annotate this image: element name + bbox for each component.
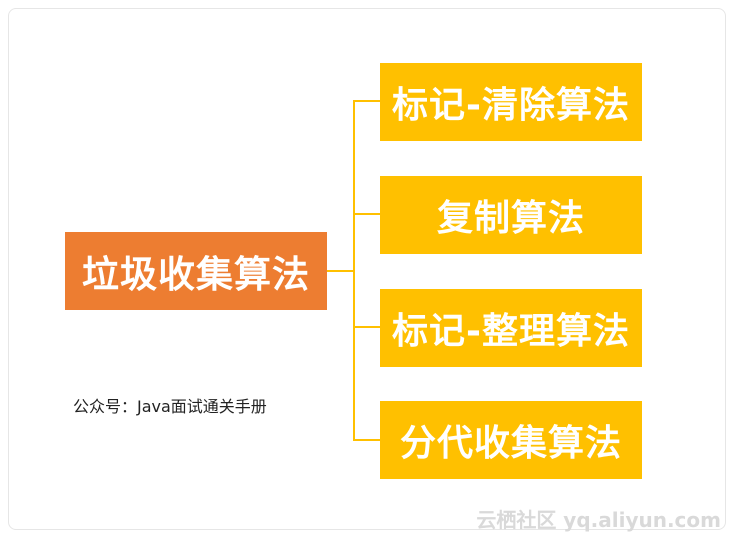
- connector-branch-4: [353, 439, 380, 441]
- connector-root-stem: [327, 270, 354, 272]
- branch-node-mark-sweep: 标记-清除算法: [380, 63, 642, 141]
- branch-node-copying: 复制算法: [380, 176, 642, 254]
- branch-node-mark-compact: 标记-整理算法: [380, 289, 642, 367]
- branch-node-label: 分代收集算法: [399, 423, 622, 464]
- branch-node-label: 复制算法: [436, 198, 585, 239]
- branch-node-generational: 分代收集算法: [380, 401, 642, 479]
- connector-vertical-trunk: [353, 100, 355, 440]
- connector-branch-3: [353, 326, 380, 328]
- branch-node-label: 标记-整理算法: [392, 311, 630, 352]
- branch-node-label: 标记-清除算法: [392, 85, 630, 126]
- watermark-text: 云栖社区 yq.aliyun.com: [476, 508, 721, 532]
- root-node-label: 垃圾收集算法: [82, 253, 310, 296]
- connector-branch-1: [353, 100, 380, 102]
- root-node-garbage-collection: 垃圾收集算法: [65, 232, 327, 310]
- connector-branch-2: [353, 213, 380, 215]
- caption-text: 公众号：Java面试通关手册: [73, 397, 267, 416]
